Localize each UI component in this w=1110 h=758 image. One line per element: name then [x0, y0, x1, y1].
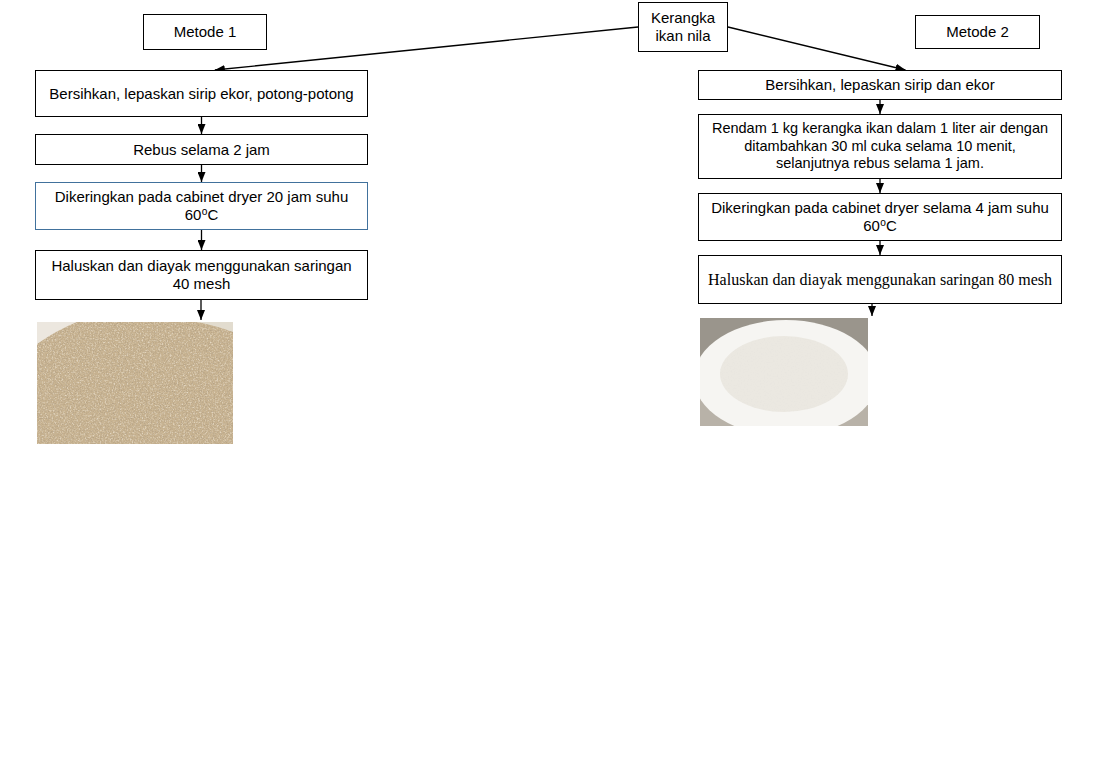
text-group: Metode 1 — [174, 23, 237, 41]
process-box: Dikeringkan pada cabinet dryer selama 4 … — [698, 193, 1062, 241]
arrow-connector — [201, 165, 202, 182]
process-box: Haluskan dan diayak menggunakan saringan… — [698, 255, 1062, 304]
arrow-connector — [201, 230, 202, 250]
process-box: Dikeringkan pada cabinet dryer 20 jam su… — [35, 182, 368, 230]
process-box: Haluskan dan diayak menggunakan saringan… — [35, 250, 368, 300]
box-text: Dikeringkan pada cabinet dryer selama 4 … — [707, 199, 1053, 235]
box-text: Metode 1 — [174, 23, 237, 41]
text-group: Dikeringkan pada cabinet dryer selama 4 … — [707, 199, 1053, 235]
box-text: Rendam 1 kg kerangka ikan dalam 1 liter … — [707, 120, 1053, 172]
process-box: Bersihkan, lepaskan sirip ekor, potong-p… — [35, 70, 368, 117]
text-group: Dikeringkan pada cabinet dryer 20 jam su… — [44, 188, 359, 224]
text-group: Kerangka ikan nila — [647, 9, 719, 45]
photo-arrow — [871, 304, 872, 316]
process-box: Rendam 1 kg kerangka ikan dalam 1 liter … — [698, 114, 1062, 179]
box-text: Metode 2 — [946, 23, 1009, 41]
box-text: Kerangka ikan nila — [647, 9, 719, 45]
text-group: Bersihkan, lepaskan sirip ekor, potong-p… — [49, 85, 353, 103]
text-group: Metode 2 — [946, 23, 1009, 41]
arrow-connector — [879, 179, 880, 193]
box-text: Haluskan dan diayak menggunakan saringan… — [44, 257, 359, 293]
text-group: Rebus selama 2 jam — [133, 141, 270, 159]
process-box: Kerangka ikan nila — [638, 2, 728, 52]
process-box: Metode 1 — [143, 14, 267, 50]
text-group: Bersihkan, lepaskan sirip dan ekor — [765, 76, 994, 94]
fish-bone-powder-photo-1 — [37, 322, 233, 444]
arrow-connector — [879, 100, 880, 114]
process-box: Metode 2 — [915, 15, 1040, 49]
text-group: Haluskan dan diayak menggunakan saringan… — [44, 257, 359, 293]
photo-arrow — [200, 300, 201, 320]
arrow-connector — [728, 27, 905, 70]
text-group: Haluskan dan diayak menggunakan saringan… — [708, 270, 1052, 289]
fish-bone-powder-photo-2 — [700, 318, 868, 426]
arrow-connector — [879, 241, 880, 255]
arrow-connector — [215, 27, 638, 70]
process-box: Rebus selama 2 jam — [35, 134, 368, 165]
box-text: Bersihkan, lepaskan sirip ekor, potong-p… — [49, 85, 353, 103]
box-text: Rebus selama 2 jam — [133, 141, 270, 159]
arrow-connector — [201, 117, 202, 134]
box-text: Bersihkan, lepaskan sirip dan ekor — [765, 76, 994, 94]
box-text: Dikeringkan pada cabinet dryer 20 jam su… — [44, 188, 359, 224]
box-text: Haluskan dan diayak menggunakan saringan… — [708, 270, 1052, 289]
text-group: Rendam 1 kg kerangka ikan dalam 1 liter … — [707, 120, 1053, 172]
process-box: Bersihkan, lepaskan sirip dan ekor — [698, 70, 1062, 100]
